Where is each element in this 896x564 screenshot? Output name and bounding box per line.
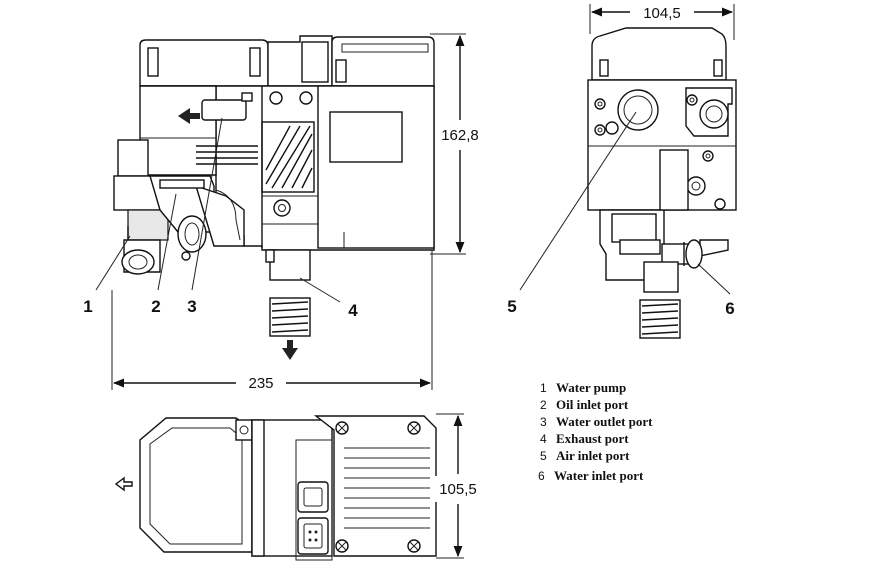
front-view (113, 35, 435, 360)
legend-num-5: 5 (540, 449, 547, 463)
legend-num-6: 6 (538, 469, 545, 483)
top-view (114, 415, 437, 561)
callout-3: 3 (187, 297, 196, 316)
side-view (587, 27, 737, 339)
dimension-lines-top (436, 413, 464, 559)
legend: 1 Water pump 2 Oil inlet port 3 Water ou… (538, 380, 653, 483)
dimension-top-width: 104,5 (643, 5, 681, 22)
callout-4: 4 (348, 301, 358, 320)
legend-num-3: 3 (540, 415, 547, 429)
callout-6: 6 (725, 299, 734, 318)
legend-label-6: Water inlet port (554, 468, 644, 483)
callout-5: 5 (507, 297, 516, 316)
dimension-lines-front (111, 33, 466, 390)
side-view-leaders (519, 111, 731, 295)
dimension-depth: 105,5 (439, 481, 477, 498)
legend-label-5: Air inlet port (556, 448, 630, 463)
front-view-leaders (95, 117, 341, 303)
legend-label-2: Oil inlet port (556, 397, 629, 412)
dimension-lines-side (589, 4, 735, 40)
legend-num-1: 1 (540, 381, 547, 395)
callout-1: 1 (83, 297, 92, 316)
legend-label-3: Water outlet port (556, 414, 653, 429)
dimension-length: 235 (248, 375, 273, 392)
callout-2: 2 (151, 297, 160, 316)
legend-label-4: Exhaust port (556, 431, 629, 446)
legend-label-1: Water pump (556, 380, 626, 395)
legend-num-2: 2 (540, 398, 547, 412)
dimension-height: 162,8 (441, 127, 479, 144)
legend-num-4: 4 (540, 432, 547, 446)
